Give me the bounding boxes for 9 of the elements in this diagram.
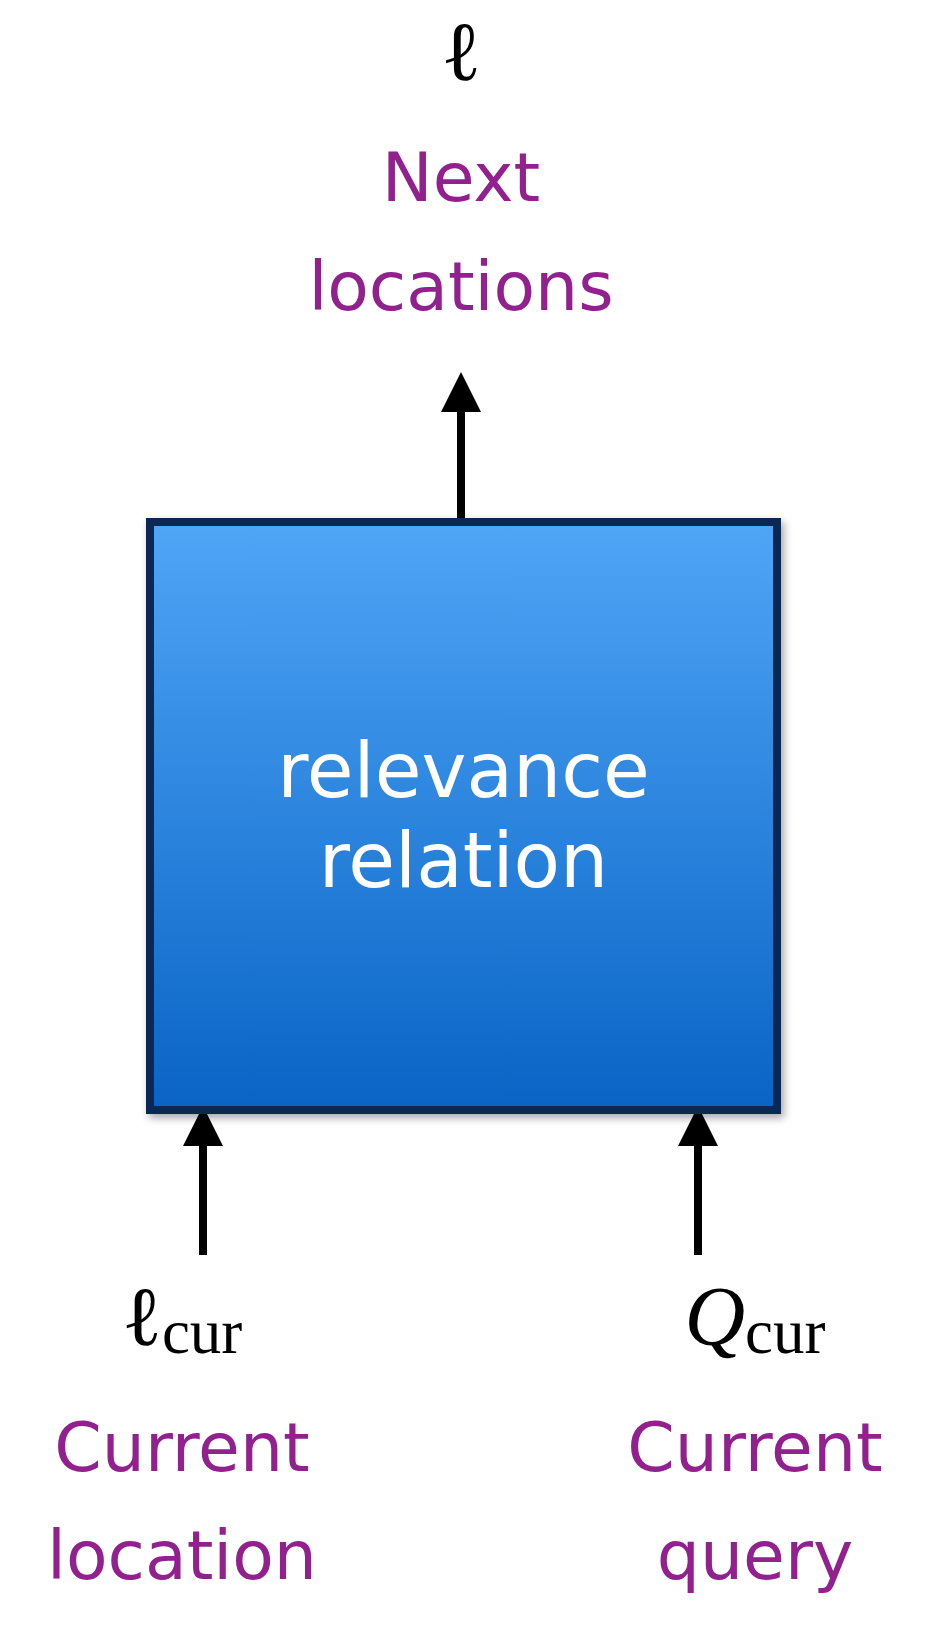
- node-caption: Current query: [626, 1406, 884, 1598]
- math-symbol: ℓ: [440, 10, 482, 95]
- process-label: relevance relation: [276, 726, 651, 906]
- arrow: [441, 372, 481, 518]
- process-box: [146, 518, 781, 1114]
- node-caption: Next locations: [307, 137, 615, 329]
- math-symbol: Q$_{cur}$: [684, 1275, 826, 1364]
- node-caption: Current location: [46, 1406, 318, 1598]
- math-symbol: ℓ$_{cur}$: [121, 1275, 243, 1364]
